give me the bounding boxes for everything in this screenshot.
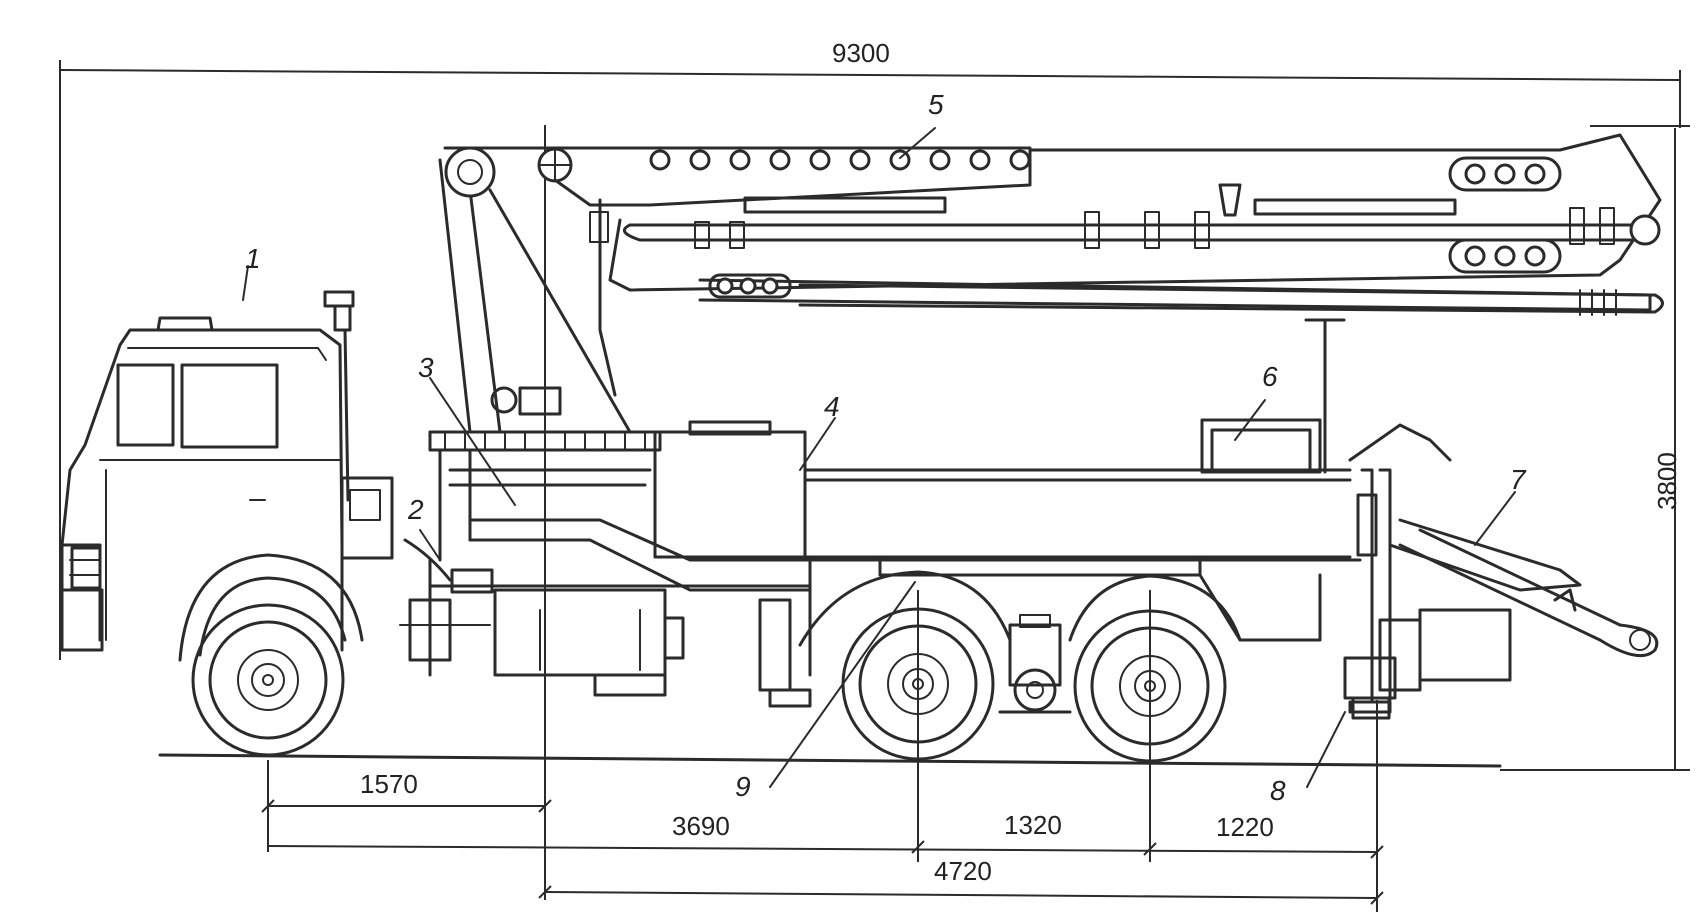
hydraulic-tank	[653, 420, 1352, 559]
bottom-dimensions: 1570 3690 1320 1220 4720	[261, 125, 1384, 912]
callouts: 1 2 3 4 5 6 7 8 9	[245, 89, 1527, 806]
callout-9: 9	[735, 771, 751, 802]
rear-axle-spacing-label: 1320	[1004, 810, 1062, 840]
callout-1: 1	[245, 243, 261, 274]
callout-8: 8	[1270, 775, 1286, 806]
receiving-hopper	[1348, 423, 1659, 692]
callout-4: 4	[824, 391, 840, 422]
boom	[443, 133, 1664, 316]
overall-height-dimension: 3800	[1500, 125, 1690, 771]
outrigger	[1343, 468, 1397, 720]
callout-3: 3	[418, 352, 434, 383]
turret	[428, 146, 812, 592]
overall-length-label: 9300	[832, 38, 890, 68]
callout-7: 7	[1510, 464, 1527, 495]
chassis-frame	[399, 538, 1362, 708]
overall-height-label: 3800	[1652, 452, 1682, 510]
water-tank	[1200, 318, 1346, 474]
overall-length-dimension: 9300	[59, 38, 1681, 660]
callout-5: 5	[928, 89, 944, 120]
callout-2: 2	[407, 494, 424, 525]
boom-holes-upper	[649, 149, 1031, 171]
turret-to-outrigger-label: 4720	[934, 856, 992, 886]
callout-6: 6	[1262, 361, 1278, 392]
slewing-ring-teeth	[444, 431, 646, 451]
ground-line	[158, 753, 1502, 768]
front-to-turret-label: 1570	[360, 769, 418, 799]
front-wheel	[178, 553, 364, 757]
rear-axle-to-outrigger-label: 1220	[1216, 812, 1274, 842]
front-axle-to-rear-axle-label: 3690	[672, 811, 730, 841]
rear-wheels	[841, 607, 1227, 763]
cab	[60, 290, 394, 652]
leader-lines	[242, 127, 1516, 788]
